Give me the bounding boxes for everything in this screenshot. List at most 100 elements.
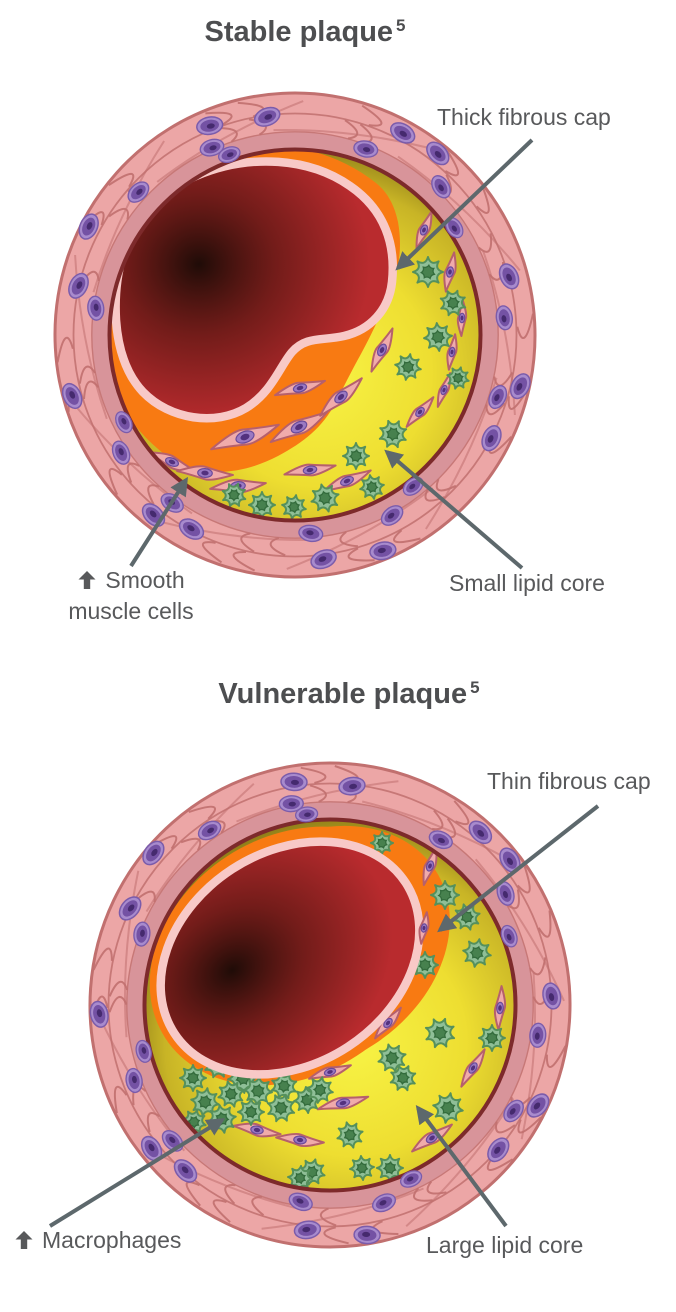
smooth-muscle-line-2: muscle cells xyxy=(36,596,226,627)
label-thin-fibrous-cap: Thin fibrous cap xyxy=(487,768,651,795)
cell-nucleus xyxy=(353,1225,381,1245)
label-macrophages: Macrophages xyxy=(14,1227,181,1254)
cell-nucleus xyxy=(288,1192,313,1212)
stable-cells xyxy=(146,210,470,519)
vulnerable-artery-illustration-interior xyxy=(146,821,514,1189)
cell-nucleus xyxy=(426,141,450,166)
cell-nucleus xyxy=(115,411,133,434)
macrophage-cell xyxy=(306,1076,334,1104)
cell-nucleus xyxy=(140,1135,163,1162)
smooth-muscle-cell xyxy=(493,985,507,1031)
thin-fibrous-cap-text: Thin fibrous cap xyxy=(487,768,651,794)
smooth-muscle-cell xyxy=(232,1122,282,1138)
smooth-muscle-cell xyxy=(275,1132,325,1148)
macrophage-cell xyxy=(389,1064,417,1092)
smooth-muscle-cell xyxy=(274,379,326,397)
macrophage-cell xyxy=(342,442,370,470)
macrophage-cell xyxy=(359,474,385,500)
cell-nucleus xyxy=(390,122,416,144)
cell-nucleus xyxy=(87,295,105,321)
cell-nucleus xyxy=(529,1022,547,1048)
cell-nucleus xyxy=(509,373,531,400)
cell-nucleus xyxy=(111,440,131,465)
cell-nucleus xyxy=(61,382,83,410)
cell-nucleus xyxy=(196,116,224,136)
cell-nucleus xyxy=(496,881,515,906)
cell-nucleus xyxy=(142,840,165,866)
macrophage-cell xyxy=(462,938,492,968)
cell-nucleus xyxy=(217,146,241,164)
vulnerable-plaque-title-sup: 5 xyxy=(470,678,480,697)
smooth-muscle-cell xyxy=(210,423,280,451)
cell-nucleus xyxy=(431,175,451,199)
smooth-muscle-cell xyxy=(443,251,457,293)
smooth-muscle-cell xyxy=(446,333,458,371)
small-lipid-core-text: Small lipid core xyxy=(449,570,605,596)
macrophage-cell xyxy=(412,256,444,288)
cell-nucleus xyxy=(487,1137,510,1163)
cell-nucleus xyxy=(278,795,304,813)
smooth-muscle-cell xyxy=(405,396,435,428)
cell-nucleus xyxy=(369,541,397,561)
label-large-lipid-core: Large lipid core xyxy=(426,1232,583,1259)
large-lipid-core-text: Large lipid core xyxy=(426,1232,584,1258)
cell-nucleus xyxy=(428,830,453,850)
large-lipid-core-arrow xyxy=(415,1105,508,1228)
cell-nucleus xyxy=(253,106,281,127)
cell-nucleus xyxy=(495,305,514,331)
cell-nucleus xyxy=(78,213,99,240)
up-arrow-icon xyxy=(15,1231,33,1249)
macrophage-cell xyxy=(370,831,394,855)
cell-nucleus xyxy=(199,138,225,157)
vulnerable-plaque-title-text: Vulnerable plaque xyxy=(218,678,468,710)
stable-artery-illustration-interior xyxy=(111,151,479,519)
macrophages-text: Macrophages xyxy=(42,1227,182,1253)
smooth-muscle-cell xyxy=(436,372,452,408)
cell-nucleus xyxy=(499,847,521,873)
smooth-muscle-text-2: muscle cells xyxy=(68,598,194,624)
cell-nucleus xyxy=(173,1159,198,1183)
cell-nucleus xyxy=(89,1000,109,1028)
macrophage-cell xyxy=(424,1017,456,1049)
smooth-muscle-cell xyxy=(370,327,394,373)
macrophage-cell xyxy=(247,490,277,519)
macrophage-cell xyxy=(478,1024,506,1052)
cell-nucleus xyxy=(310,549,337,570)
cell-nucleus xyxy=(68,272,89,299)
thin-fibrous-cap-arrow xyxy=(437,804,600,933)
macrophage-cell xyxy=(336,1121,364,1149)
macrophage-cell xyxy=(423,322,453,352)
macrophage-cell xyxy=(190,1087,220,1117)
small-lipid-core-arrow xyxy=(384,449,524,570)
label-smooth-muscle-cells: Smooth muscle cells xyxy=(36,565,226,627)
smooth-muscle-cell xyxy=(316,1095,370,1111)
thick-fibrous-cap-text: Thick fibrous cap xyxy=(437,104,611,130)
cell-nucleus xyxy=(294,806,319,823)
cell-nucleus xyxy=(380,505,404,526)
macrophage-cell xyxy=(179,1064,207,1092)
macrophage-cell xyxy=(430,880,460,910)
cell-nucleus xyxy=(399,1170,423,1188)
macrophage-cell xyxy=(287,1165,313,1189)
cell-nucleus xyxy=(371,1193,397,1213)
macrophage-cell xyxy=(237,1098,265,1126)
thick-fibrous-cap-arrow xyxy=(395,138,534,271)
macrophage-cell xyxy=(221,482,247,508)
macrophage-cell xyxy=(243,1076,273,1106)
macrophage-cell xyxy=(270,1072,298,1100)
smooth-muscle-text-1: Smooth xyxy=(105,567,185,593)
up-arrow-icon xyxy=(78,571,96,589)
label-thick-fibrous-cap: Thick fibrous cap xyxy=(437,104,611,131)
cell-nucleus xyxy=(353,140,379,158)
cell-nucleus xyxy=(500,924,518,948)
cell-nucleus xyxy=(178,518,205,540)
cell-nucleus xyxy=(468,820,493,845)
stable-artery-illustration xyxy=(53,91,537,579)
cell-nucleus xyxy=(503,1099,524,1123)
stable-plaque-title-text: Stable plaque xyxy=(204,16,394,48)
macrophage-cell xyxy=(446,366,470,390)
cell-nucleus xyxy=(127,181,150,203)
smooth-muscle-cell xyxy=(411,1123,453,1153)
